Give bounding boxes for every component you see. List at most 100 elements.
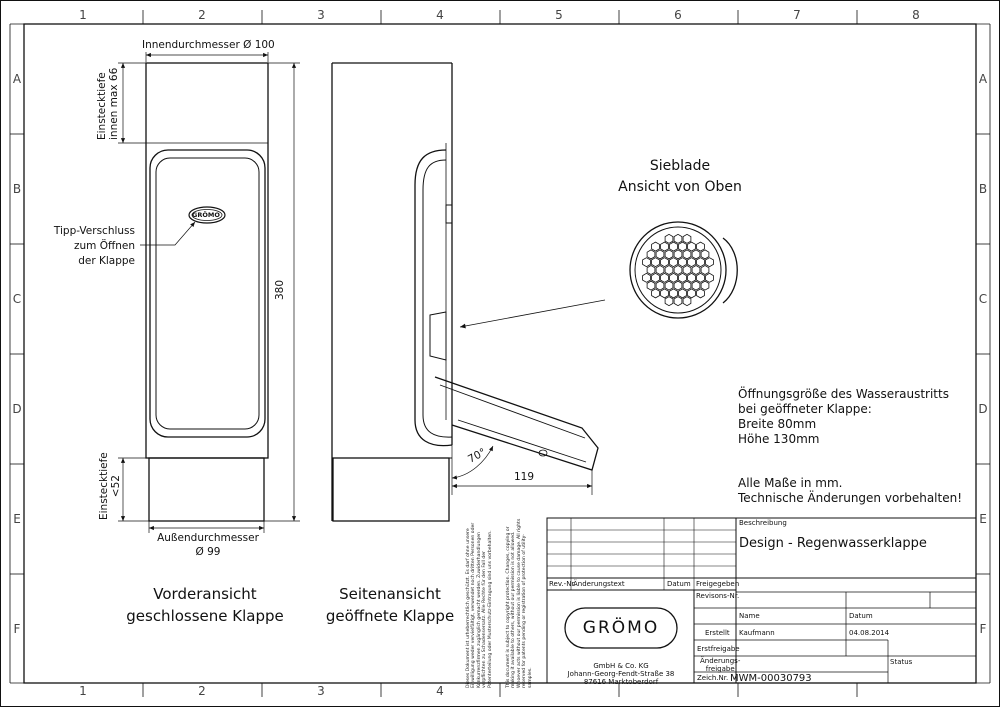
sieve-hole — [669, 272, 678, 283]
sieve-hole — [646, 265, 656, 275]
outer-diameter-label: Außendurchmesser Ø 99 — [157, 532, 259, 558]
sieve-hole — [700, 280, 710, 291]
sieve-hole — [664, 296, 674, 307]
zone-row-d-right: D — [978, 402, 988, 416]
zone-col-4: 4 — [436, 8, 444, 22]
sieve-hole — [687, 288, 696, 299]
zone-col-3: 3 — [317, 8, 325, 22]
sieve-hole — [669, 257, 678, 268]
zone-row-b: B — [12, 182, 22, 196]
tb-description-label: Beschreibung — [739, 519, 787, 527]
height-dimension: 380 — [274, 279, 286, 300]
sieve-hole — [700, 249, 710, 260]
tb-drawing-no: MWM-00030793 — [730, 673, 812, 684]
zone-row-e: E — [13, 512, 21, 526]
sieve-hole — [673, 233, 683, 244]
sieve-hole — [673, 296, 683, 307]
sieve-hole — [655, 249, 665, 260]
sieve-hole — [642, 272, 651, 283]
insertion-depth-top-label: Einstecktiefe innen max 66 — [96, 67, 120, 140]
sieve-hole — [673, 280, 683, 291]
sieve-hole — [664, 233, 674, 244]
sieve-hole — [682, 296, 692, 307]
insertion-depth-bottom-label: Einstecktiefe <52 — [98, 452, 122, 520]
sieve-hole — [682, 280, 692, 291]
sieve-hole — [660, 288, 669, 299]
sieve-hole — [682, 249, 692, 260]
sieve-hole — [669, 241, 678, 252]
sieve-hole — [669, 288, 678, 299]
tb-drawing-no-label: Zeich.Nr. — [697, 674, 729, 682]
tb-created-name: Kaufmann — [739, 629, 775, 637]
sieve-hole — [687, 257, 696, 268]
sieve-hole — [687, 241, 696, 252]
tb-date-col: Datum — [667, 580, 691, 588]
zone-col-7: 7 — [793, 8, 801, 22]
tb-change-text: Änderungstext — [573, 580, 625, 588]
opening-note: Öffnungsgröße des Wasseraustritts bei ge… — [738, 387, 949, 446]
sieve-hole — [691, 265, 701, 275]
tb-created-label: Erstellt — [705, 629, 730, 637]
tb-released-col: Freigegeben — [696, 580, 740, 588]
sieve-hole — [678, 241, 687, 252]
zone-col-1-bottom: 1 — [79, 684, 87, 698]
zone-row-c: C — [12, 292, 22, 306]
zone-col-6: 6 — [674, 8, 682, 22]
sieve-hole — [705, 272, 714, 283]
zone-col-2: 2 — [198, 8, 206, 22]
sieve-hole — [642, 257, 651, 268]
tb-date-label: Datum — [849, 612, 873, 620]
legal-text-en: This document is subject to copyright pr… — [506, 518, 533, 688]
front-view-caption: Vorderansicht geschlossene Klappe — [126, 585, 284, 625]
sieve-hole — [660, 272, 669, 283]
sieve-hole — [655, 280, 665, 291]
zone-row-a: A — [12, 72, 22, 86]
zone-row-e-right: E — [979, 512, 987, 526]
zone-col-3-bottom: 3 — [317, 684, 325, 698]
general-note: Alle Maße in mm. Technische Änderungen v… — [738, 476, 963, 505]
tb-description: Design - Regenwasserklappe — [739, 536, 927, 551]
sieve-hole — [664, 249, 674, 260]
tb-name-label: Name — [739, 612, 760, 620]
zone-row-f-right: F — [979, 622, 987, 636]
sieve-hole — [673, 249, 683, 260]
tb-first-release: Erstfreigabe — [697, 645, 740, 653]
sieve-hole — [678, 257, 687, 268]
sieve-hole — [664, 280, 674, 291]
sieve-hole — [696, 241, 705, 252]
sieve-hole — [651, 257, 660, 268]
zone-col-5: 5 — [555, 8, 563, 22]
sieve-hole — [678, 272, 687, 283]
width-dimension: 119 — [514, 471, 535, 483]
sieve-hole — [664, 265, 674, 275]
zone-row-b-right: B — [978, 182, 988, 196]
tb-company-logo: GRÖMO — [582, 618, 660, 638]
side-view-caption: Seitenansicht geöffnete Klappe — [325, 585, 455, 625]
sieve-hole — [678, 288, 687, 299]
zone-row-a-right: A — [978, 72, 988, 86]
zone-row-f: F — [13, 622, 21, 636]
sieve-hole — [660, 241, 669, 252]
sieve-hole — [651, 241, 660, 252]
zone-col-4-bottom: 4 — [436, 684, 444, 698]
sieve-hole — [696, 288, 705, 299]
legal-text-de: Dieses Dokument ist urheberrechtlich ges… — [466, 522, 493, 688]
sieve-hole — [700, 265, 710, 275]
zone-col-1: 1 — [79, 8, 87, 22]
sieve-hole — [660, 257, 669, 268]
tb-change-release: Änderungs- freigabe — [700, 657, 741, 673]
tb-status-label: Status — [890, 658, 913, 666]
tb-company-address: GmbH & Co. KG Johann-Georg-Fendt-Straße … — [567, 662, 675, 686]
sieve-hole — [646, 280, 656, 291]
sieve-hole — [682, 233, 692, 244]
sieve-hole — [673, 265, 683, 275]
sieve-hole — [646, 249, 656, 260]
tb-created-date: 04.08.2014 — [849, 629, 890, 637]
sieve-hole — [655, 265, 665, 275]
inner-diameter-label: Innendurchmesser Ø 100 — [142, 39, 275, 51]
sieve-hole — [691, 249, 701, 260]
sieve-hole — [705, 257, 714, 268]
sieve-hole — [651, 272, 660, 283]
sieve-hole — [691, 280, 701, 291]
